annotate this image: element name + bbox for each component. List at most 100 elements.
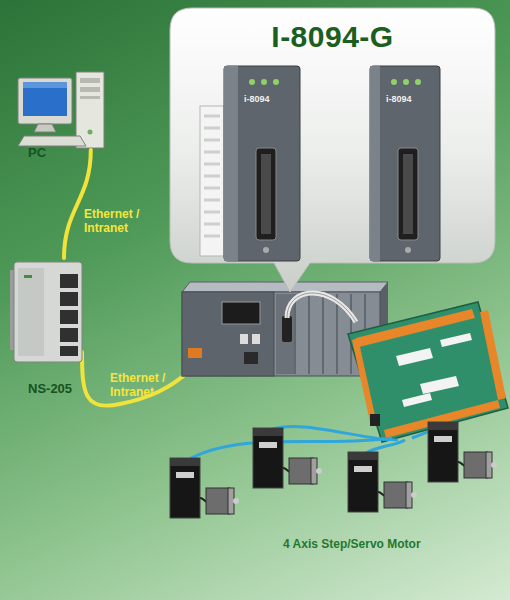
- motor-shaft: [411, 492, 417, 498]
- slot-line: [309, 294, 310, 374]
- motor-group: 4 Axis Step/Servo Motor: [160, 418, 500, 522]
- driver-top: [348, 452, 378, 460]
- silkscreen: [396, 348, 433, 366]
- cable-label: Ethernet / Intranet: [84, 208, 146, 236]
- ribbon-cable: [287, 293, 356, 322]
- silkscreen: [440, 333, 472, 347]
- power-connector: [188, 348, 202, 358]
- screw: [263, 247, 269, 253]
- driver: [428, 422, 458, 482]
- servo-unit: [170, 458, 239, 518]
- terminal-pins: [204, 116, 220, 236]
- screen-bar: [23, 82, 67, 88]
- terminal-block: [200, 106, 224, 256]
- io-module: i-8094: [200, 66, 300, 261]
- scsi-connector: [256, 148, 276, 240]
- drive-bay: [80, 78, 100, 83]
- io-module: i-8094: [370, 66, 445, 261]
- status-led: [403, 79, 409, 85]
- driver-top: [428, 422, 458, 430]
- keyboard: [18, 136, 86, 146]
- monitor: [18, 78, 72, 124]
- cable-label: Ethernet / Intranet: [110, 372, 172, 400]
- module-label: i-8094: [244, 94, 294, 104]
- terminal-board: [348, 302, 508, 442]
- connector-pins: [403, 154, 413, 234]
- rj45-port: [60, 328, 78, 342]
- servo-unit: [348, 452, 417, 512]
- board-terminal: [370, 414, 380, 426]
- display: [222, 302, 260, 324]
- ethernet-cable: [82, 352, 188, 406]
- motor: [206, 488, 230, 514]
- motor-cable: [188, 438, 392, 460]
- rj45-port: [60, 310, 78, 324]
- power-led: [88, 130, 93, 135]
- rj45-port: [60, 346, 78, 356]
- status-led: [261, 79, 267, 85]
- slot-line: [295, 294, 296, 374]
- scsi-connector: [398, 148, 418, 240]
- ethernet-cable: [64, 150, 91, 258]
- status-led: [249, 79, 255, 85]
- pc-node: PC: [14, 68, 110, 150]
- pcb: [348, 302, 508, 442]
- slot-line: [337, 294, 338, 374]
- switch-illustration: [10, 262, 82, 362]
- rj45-port: [60, 274, 78, 288]
- motor-cable: [270, 426, 398, 440]
- module-side: [370, 66, 380, 261]
- drive-bay: [80, 96, 100, 99]
- rj45-port: [60, 292, 78, 306]
- switch-body: [14, 262, 82, 362]
- silkscreen: [402, 393, 432, 407]
- silkscreen: [420, 376, 459, 394]
- module-side: [224, 66, 238, 261]
- screw: [405, 247, 411, 253]
- cpu-unit: [182, 292, 274, 376]
- motor-cables: [188, 424, 444, 460]
- ribbon-cable: [287, 293, 356, 322]
- motor: [384, 482, 408, 508]
- db-connector: [282, 316, 292, 342]
- slot-line: [323, 294, 324, 374]
- pc-illustration: [18, 72, 104, 148]
- status-led: [273, 79, 279, 85]
- usb-port: [252, 334, 260, 344]
- motor-shaft: [233, 498, 239, 504]
- status-led: [24, 275, 32, 278]
- module-label: i-8094: [386, 94, 436, 104]
- servo-unit: [253, 428, 322, 488]
- motor-shaft: [491, 462, 497, 468]
- driver-label: [259, 442, 277, 448]
- screen: [23, 82, 67, 116]
- driver-top: [253, 428, 283, 436]
- terminal-strip: [356, 309, 475, 347]
- driver: [170, 458, 200, 518]
- status-led: [391, 79, 397, 85]
- terminal-strip: [480, 310, 506, 400]
- switch-side: [18, 268, 44, 356]
- driver-label: [176, 472, 194, 478]
- module-title: I-8094-G: [170, 20, 495, 55]
- switch-node: NS-205: [8, 258, 88, 362]
- callout-bubble: I-8094-G i-8094 i-8094: [170, 8, 495, 263]
- motor: [289, 458, 313, 484]
- driver: [253, 428, 283, 488]
- usb-port: [240, 334, 248, 344]
- motor: [464, 452, 488, 478]
- device-label: PC: [28, 146, 88, 161]
- terminal-strip: [352, 338, 376, 422]
- lan-port: [244, 352, 258, 364]
- module-body: [224, 66, 300, 261]
- motor-shaft: [316, 468, 322, 474]
- driver-label: [354, 466, 372, 472]
- driver-top: [170, 458, 200, 466]
- status-led: [415, 79, 421, 85]
- callout-outline: [170, 8, 495, 292]
- servo-unit: [428, 422, 497, 482]
- device-label: NS-205: [28, 382, 108, 397]
- connector-pins: [261, 154, 271, 234]
- module-body: [370, 66, 440, 261]
